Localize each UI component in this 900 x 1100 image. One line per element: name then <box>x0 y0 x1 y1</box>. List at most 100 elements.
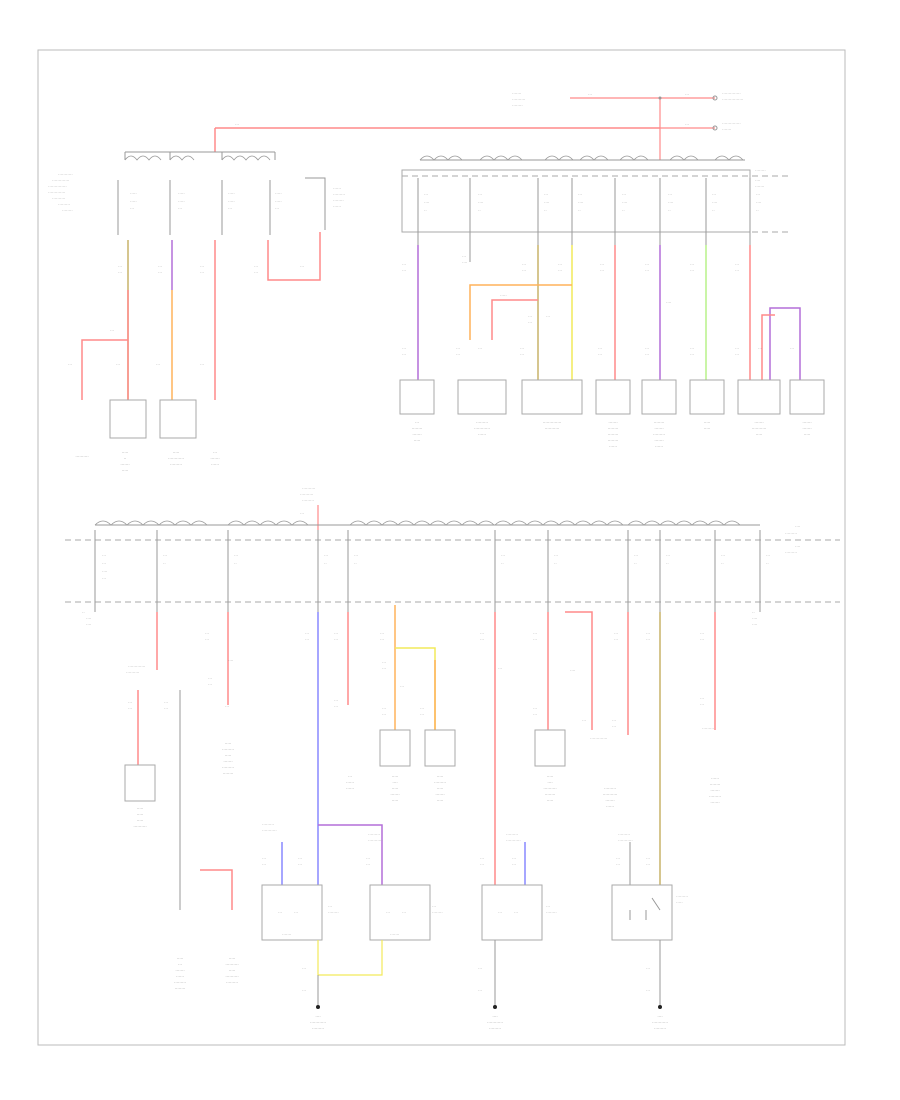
svg-text:···: ··· <box>456 346 460 351</box>
svg-text:········: ········ <box>432 910 443 915</box>
svg-text:···: ··· <box>645 352 649 357</box>
svg-text:·········: ········· <box>604 786 616 791</box>
svg-text:··: ·· <box>766 561 769 566</box>
svg-text:···: ··· <box>334 637 338 642</box>
svg-text:···: ··· <box>558 262 562 267</box>
svg-text:·······: ······· <box>282 932 291 937</box>
svg-text:········: ········ <box>333 198 344 203</box>
svg-text:··········: ·········· <box>225 974 238 979</box>
svg-text:·········: ········· <box>58 202 70 207</box>
svg-text:·····: ····· <box>275 191 282 196</box>
svg-text:·····: ····· <box>547 798 554 803</box>
svg-text:···: ··· <box>402 262 406 267</box>
svg-text:··: ·· <box>82 610 85 615</box>
svg-text:·········: ········· <box>654 1026 666 1031</box>
svg-text:···: ··· <box>234 553 238 558</box>
svg-text:···: ··· <box>558 268 562 273</box>
svg-text:··········: ·········· <box>133 824 146 829</box>
svg-text:···: ··· <box>522 268 526 273</box>
svg-text:···: ··· <box>254 264 258 269</box>
svg-text:···: ··· <box>646 631 650 636</box>
svg-text:·······: ······· <box>608 420 617 425</box>
svg-text:···: ··· <box>588 92 592 97</box>
svg-text:···: ··· <box>200 270 204 275</box>
svg-text:···: ··· <box>420 706 424 711</box>
top-left-fuse-group: ··········· ············· ··············… <box>48 151 345 473</box>
svg-text:····: ···· <box>544 200 549 205</box>
svg-text:·······: ······· <box>654 426 663 431</box>
svg-text:·····: ····· <box>137 818 144 823</box>
svg-text:···: ··· <box>305 631 309 636</box>
svg-text:···: ··· <box>402 352 406 357</box>
svg-text:···: ··· <box>690 268 694 273</box>
svg-text:···: ··· <box>402 268 406 273</box>
svg-text:········: ········ <box>175 986 186 991</box>
svg-text:·········: ········· <box>170 462 182 467</box>
svg-text:···········: ··········· <box>58 172 73 177</box>
svg-text:·····: ····· <box>756 432 763 437</box>
svg-text:···: ··· <box>544 192 548 197</box>
svg-text:···: ··· <box>200 264 204 269</box>
svg-text:···: ··· <box>758 346 762 351</box>
svg-text:···: ··· <box>305 637 309 642</box>
svg-text:····: ···· <box>228 658 233 663</box>
svg-text:····: ···· <box>462 260 467 265</box>
svg-text:·····: ····· <box>225 753 232 758</box>
svg-text:···: ··· <box>324 553 328 558</box>
svg-text:···········: ··········· <box>603 792 618 797</box>
svg-text:······: ······ <box>211 462 219 467</box>
svg-text:···: ··· <box>520 346 524 351</box>
top-right-fuse-block: ········ ···· ······· ········· ········… <box>399 155 825 449</box>
svg-text:···: ··· <box>668 192 672 197</box>
svg-text:··: ·· <box>756 208 759 213</box>
svg-text:·········: ········· <box>709 794 721 799</box>
svg-text:····: ···· <box>86 622 91 627</box>
svg-text:···: ··· <box>462 254 466 259</box>
svg-text:···: ··· <box>616 856 620 861</box>
svg-text:·····: ····· <box>804 432 811 437</box>
svg-text:···: ··· <box>478 966 482 971</box>
svg-text:·····: ····· <box>275 199 282 204</box>
svg-text:···: ··· <box>415 420 419 425</box>
svg-text:···: ··· <box>690 262 694 267</box>
svg-text:·····: ····· <box>414 438 421 443</box>
svg-text:·········: ········· <box>222 765 234 770</box>
svg-text:···: ··· <box>646 856 650 861</box>
svg-text:·····: ····· <box>178 199 185 204</box>
svg-text:·····: ····· <box>137 806 144 811</box>
svg-text:······: ······ <box>346 780 354 785</box>
diagram-frame <box>37 49 846 1046</box>
svg-text:···: ··· <box>382 666 386 671</box>
svg-text:···: ··· <box>334 698 338 703</box>
svg-text:··: ·· <box>354 561 357 566</box>
svg-text:·············: ············· <box>590 736 607 741</box>
svg-text:··········: ·········· <box>126 670 139 675</box>
svg-text:···: ··· <box>382 712 386 717</box>
svg-text:·······: ······· <box>754 420 763 425</box>
svg-text:·····: ····· <box>229 968 236 973</box>
svg-text:··: ·· <box>752 610 755 615</box>
svg-text:·······: ······· <box>120 462 129 467</box>
middle-fuse-block: ·········· ·········· ········· ··· ····… <box>65 486 840 627</box>
main-power-feed: ······· ·········· ········ ············… <box>214 91 743 160</box>
svg-text:····: ···· <box>657 1014 662 1019</box>
svg-text:···: ··· <box>766 553 770 558</box>
svg-text:·····: ····· <box>392 786 399 791</box>
svg-text:·····: ····· <box>228 191 235 196</box>
svg-text:···: ··· <box>501 553 505 558</box>
svg-text:···: ··· <box>700 631 704 636</box>
svg-text:···: ··· <box>118 270 122 275</box>
svg-text:··········: ·········· <box>543 786 556 791</box>
svg-text:·········: ········· <box>702 726 714 731</box>
svg-text:···: ··· <box>735 268 739 273</box>
svg-text:···: ··· <box>213 450 217 455</box>
svg-text:··: ·· <box>124 456 127 461</box>
svg-text:···: ··· <box>432 904 436 909</box>
svg-text:··: ·· <box>324 561 327 566</box>
svg-text:······: ······ <box>333 204 341 209</box>
svg-text:··: ·· <box>666 561 669 566</box>
svg-text:········: ········ <box>62 208 73 213</box>
svg-text:··········: ·········· <box>512 97 525 102</box>
svg-text:···: ··· <box>102 561 106 566</box>
